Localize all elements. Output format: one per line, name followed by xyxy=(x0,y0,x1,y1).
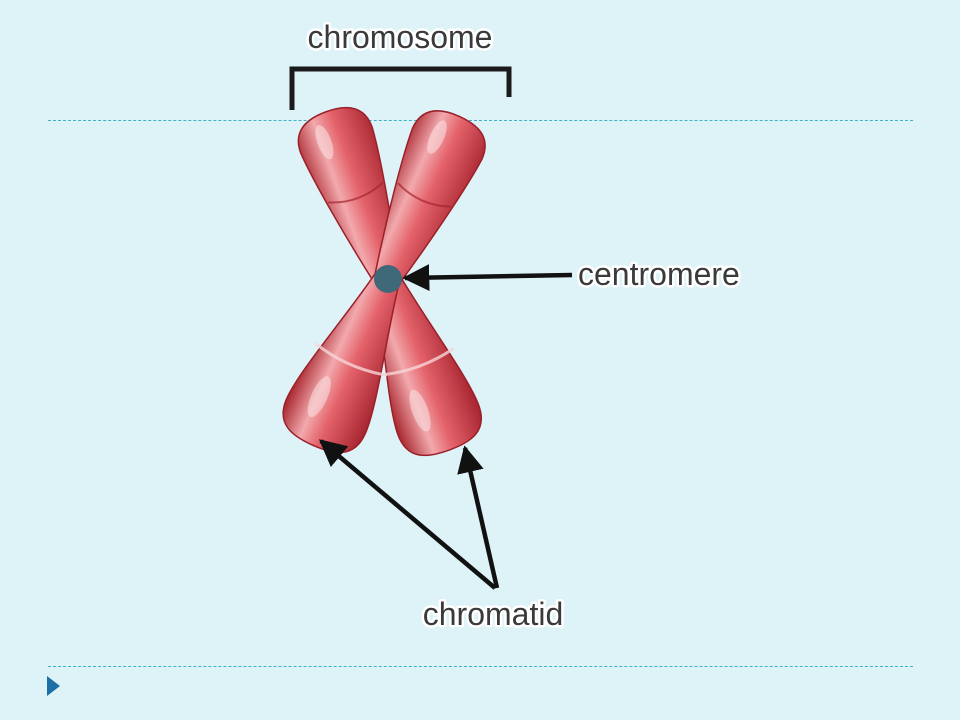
play-bullet-icon[interactable] xyxy=(47,676,60,696)
chromatid-label: chromatid xyxy=(423,596,564,632)
centromere-label: centromere xyxy=(578,256,740,292)
centromere-dot xyxy=(374,265,402,293)
bottom-dashed-rule xyxy=(48,666,913,667)
centromere-arrow xyxy=(402,264,573,292)
top-dashed-rule xyxy=(48,120,913,121)
chromatid-arrow-right xyxy=(457,445,500,589)
chromatid-arrow-left xyxy=(318,439,497,590)
chromosome-bracket xyxy=(289,66,512,110)
chromosome-label: chromosome xyxy=(308,19,493,55)
